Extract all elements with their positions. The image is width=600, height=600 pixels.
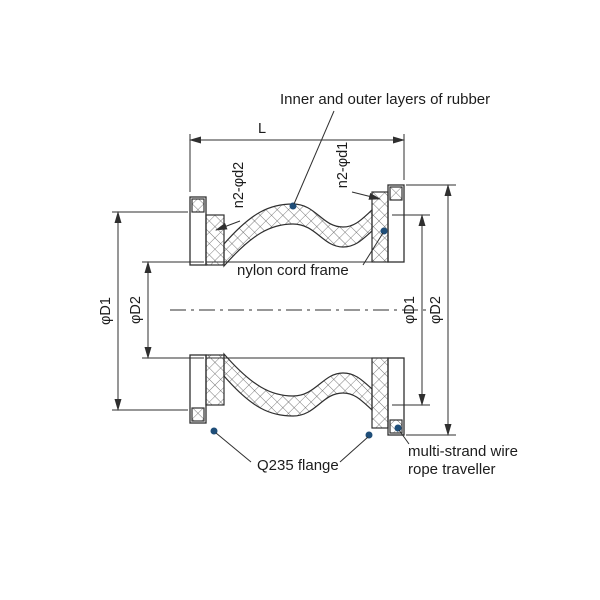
rubber-layers-label: Inner and outer layers of rubber xyxy=(280,91,490,108)
leader-dot xyxy=(365,431,373,439)
annotation-nylon-cord-frame: nylon cord frame xyxy=(237,227,388,279)
phi-d1-left-label: φD1 xyxy=(98,297,114,325)
phi-d2-right-label: φD2 xyxy=(428,296,444,324)
leader-dot xyxy=(210,427,218,435)
phi-d1-right-label: φD1 xyxy=(402,296,418,324)
leader-dot xyxy=(394,424,402,432)
q235-flange-label: Q235 flange xyxy=(257,457,339,474)
annotation-q235-flange: Q235 flange xyxy=(210,427,373,474)
annotation-wire-rope-traveller: multi-strand wire rope traveller xyxy=(394,424,518,478)
bottom-bellows-rubber xyxy=(223,352,373,417)
dimension-phi-d1-right: φD1 xyxy=(392,214,430,406)
length-label: L xyxy=(258,121,266,137)
dimension-phi-d1-left: φD1 xyxy=(98,211,188,411)
right-flange xyxy=(371,184,405,436)
dimension-phi-d2-left: φD2 xyxy=(128,261,204,359)
wire-rope-label-line1: multi-strand wire xyxy=(408,443,518,460)
bore-lines xyxy=(206,261,390,359)
callout-bolt-holes-left: n2-φd2 xyxy=(215,162,247,231)
annotation-rubber-layers: Inner and outer layers of rubber xyxy=(280,91,490,210)
left-flange xyxy=(189,196,225,424)
callout-bolt-holes-right: n2-φd1 xyxy=(335,142,381,200)
phi-d2-left-label: φD2 xyxy=(128,296,144,324)
top-bellows-rubber xyxy=(223,203,373,268)
leader-dot xyxy=(289,202,297,210)
dimension-length: L xyxy=(189,121,405,192)
n2-phi-d1-label: n2-φd1 xyxy=(335,142,351,189)
nylon-cord-frame-label: nylon cord frame xyxy=(237,262,349,279)
leader-dot xyxy=(380,227,388,235)
dimension-phi-d2-right: φD2 xyxy=(406,184,456,436)
wire-rope-label-line2: rope traveller xyxy=(408,461,496,478)
n2-phi-d2-label: n2-φd2 xyxy=(231,162,247,209)
